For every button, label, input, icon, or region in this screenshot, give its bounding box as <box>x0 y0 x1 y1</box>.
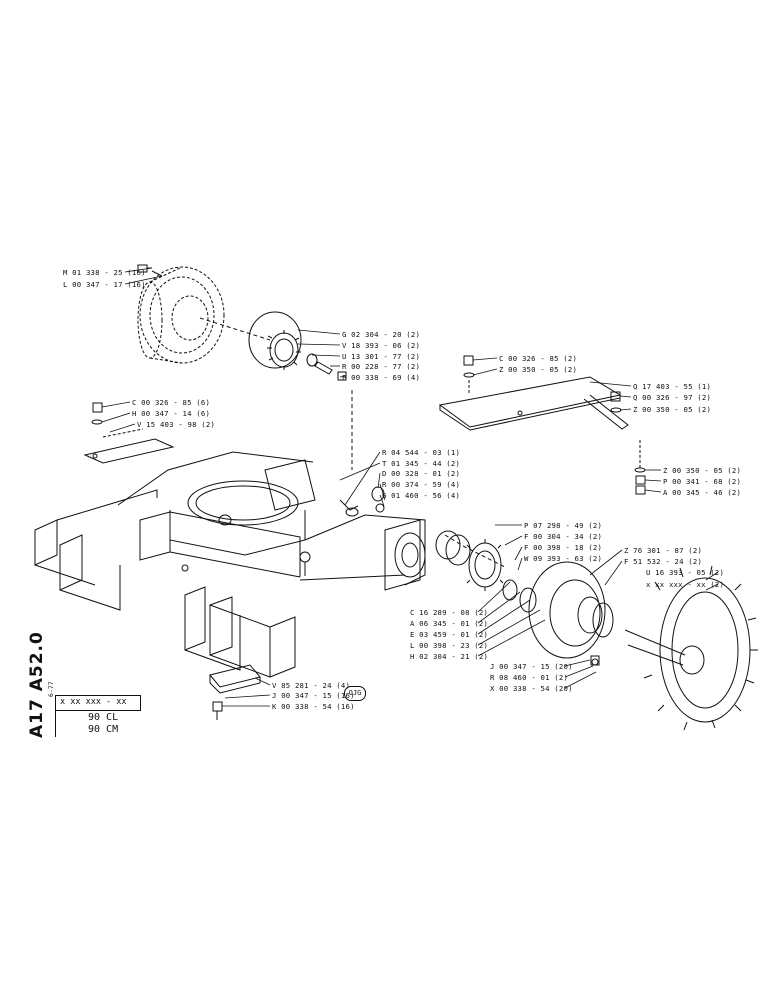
model-90cm: 90 CM <box>88 724 119 735</box>
part-label: G 02 304 - 20 (2) <box>342 330 421 339</box>
model-90cl: 90 CL <box>88 712 119 723</box>
part-label: W 09 393 - 63 (2) <box>524 554 603 563</box>
part-label: x xx xxx - xx (2) <box>646 580 725 589</box>
rod-bracket-drawing <box>83 402 175 464</box>
final-drive-drawing <box>435 530 758 731</box>
part-label: M 01 338 - 25 (16) <box>63 268 146 277</box>
part-label: J 00 347 - 15 (20) <box>490 662 573 671</box>
part-label: Q 17 403 - 55 (1) <box>633 382 712 391</box>
part-label: L 00 398 - 23 (2) <box>410 641 489 650</box>
part-label: A 06 345 - 01 (2) <box>410 619 489 628</box>
part-label: F 00 304 - 34 (2) <box>524 532 603 541</box>
part-label: H 02 304 - 21 (2) <box>410 652 489 661</box>
part-label: C 00 326 - 85 (6) <box>132 398 211 407</box>
part-label: R 00 228 - 77 (2) <box>342 362 421 371</box>
part-label: Z 76 301 - 87 (2) <box>624 546 703 555</box>
part-label: H 00 347 - 14 (6) <box>132 409 211 418</box>
part-label: U 16 393 - 05 (2) <box>646 568 725 577</box>
part-label: L 00 347 - 17 (16) <box>63 280 146 289</box>
title-block-models-box <box>55 711 140 737</box>
document-date: 6-77 <box>47 681 55 697</box>
part-label: D 00 328 - 01 (2) <box>382 469 461 478</box>
part-label: R 08 460 - 01 (2) <box>490 673 569 682</box>
part-label: G 01 460 - 56 (4) <box>382 491 461 500</box>
part-label: V 18 393 - 06 (2) <box>342 341 421 350</box>
leader-lines <box>101 267 719 707</box>
pad-drawing <box>209 664 261 720</box>
document-code: A17 A52.0 <box>27 631 47 738</box>
title-block-code: x xx xxx - xx <box>60 697 127 707</box>
part-label: Q 00 326 - 97 (2) <box>633 393 712 402</box>
cover-plate-drawing <box>438 355 646 495</box>
ojg-tag: OJG <box>344 686 366 701</box>
part-label: T 01 345 - 44 (2) <box>382 459 461 468</box>
torque-converter-drawing <box>137 266 225 364</box>
part-label: K 00 338 - 54 (16) <box>272 702 355 711</box>
part-label: P 07 298 - 49 (2) <box>524 521 603 530</box>
part-label: V 85 281 - 24 (4) <box>272 681 351 690</box>
part-label: X 00 338 - 54 (20) <box>490 684 573 693</box>
part-label: C 16 289 - 08 (2) <box>410 608 489 617</box>
part-label: F 51 532 - 24 (2) <box>624 557 703 566</box>
part-label: F 00 398 - 18 (2) <box>524 543 603 552</box>
part-label: V 15 403 - 98 (2) <box>137 420 216 429</box>
part-label: R 04 544 - 03 (1) <box>382 448 461 457</box>
part-label: C 00 326 - 85 (2) <box>499 354 578 363</box>
part-label: U 13 301 - 77 (2) <box>342 352 421 361</box>
part-label: P 00 341 - 68 (2) <box>663 477 742 486</box>
part-label: Z 00 350 - 05 (2) <box>499 365 578 374</box>
part-label: E 03 459 - 01 (2) <box>410 630 489 639</box>
part-label: R 00 374 - 59 (4) <box>382 480 461 489</box>
part-label: J 00 347 - 15 (16) <box>272 691 355 700</box>
chassis-frame-drawing <box>34 451 426 678</box>
part-label: A 00 345 - 46 (2) <box>663 488 742 497</box>
title-block-code-box <box>55 695 141 711</box>
part-label: Z 00 350 - 05 (2) <box>633 405 712 414</box>
part-label: P 00 338 - 69 (4) <box>342 373 421 382</box>
pump-gear-drawing <box>248 311 353 470</box>
part-label: Z 00 350 - 05 (2) <box>663 466 742 475</box>
